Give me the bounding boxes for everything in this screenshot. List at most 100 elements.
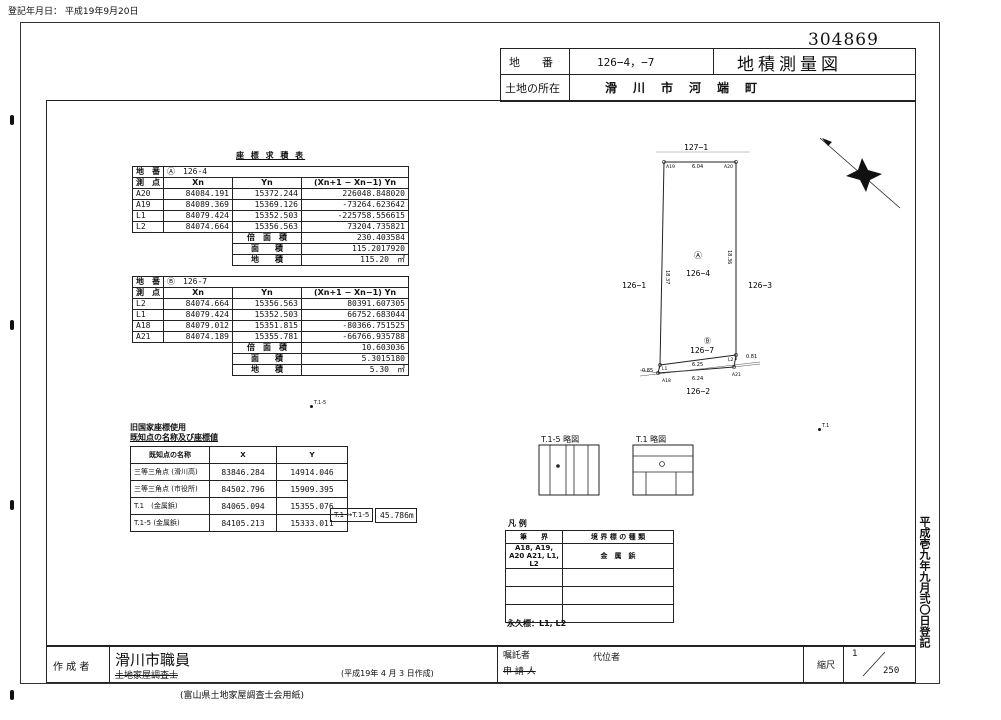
requester-label: 嘱託者	[503, 651, 531, 661]
permanent-marks: 永久標：L1, L2	[507, 619, 567, 628]
punch-hole	[10, 115, 14, 125]
legend-table: 筆 界 境 界 標 の 種 類 A18, A19, A20 A21, L1, L…	[505, 530, 674, 623]
west-lot: 126−1	[622, 281, 646, 290]
sketch-t1	[632, 444, 694, 496]
known-points-title1: 旧国家座標使用	[130, 423, 186, 432]
legend-col-point: 筆 界	[505, 530, 563, 544]
area: 115.2017920	[301, 243, 409, 255]
header-block: 地 番 126−4，−7 地積測量図 土地の所在 滑 川 市 河 端 町	[500, 48, 916, 102]
t15-point	[310, 405, 313, 408]
dist-right-small: 0.81	[746, 354, 757, 360]
chiseki-label: 地 積	[232, 364, 302, 376]
lot-value: 126−4，−7	[597, 56, 655, 69]
punch-hole	[10, 690, 14, 700]
sketch1-title: T.1-5 略図	[541, 435, 580, 444]
t1-label: T.1	[822, 423, 830, 429]
col-yn: Yn	[232, 287, 302, 299]
area-label: 面 積	[232, 353, 302, 365]
col-xn: Xn	[163, 287, 233, 299]
chiseki: 115.20 ㎡	[301, 254, 409, 266]
applicant-struck: 申 請 人	[503, 667, 536, 677]
chiseki: 5.30 ㎡	[301, 364, 409, 376]
chiseki-label: 地 積	[232, 254, 302, 266]
area-label: 面 積	[232, 243, 302, 255]
lot-label: 地 番	[509, 56, 553, 69]
legend-points: A18, A19, A20 A21, L1, L2	[505, 543, 563, 569]
t1-point	[818, 428, 821, 431]
col-formula: (Xn+1 − Xn−1) Yn	[301, 287, 409, 299]
south-lot: 126−2	[686, 387, 710, 396]
legend-col-type: 境 界 標 の 種 類	[562, 530, 674, 544]
dist-bot: 6.24	[692, 376, 703, 382]
dist-mid: 6.25	[692, 362, 703, 368]
drawing-frame	[46, 100, 916, 647]
agent-label: 代位者	[593, 653, 621, 663]
coord-table-b: 地 番 Ⓑ 126-7 測 点 Xn Yn (Xn+1 − Xn−1) Yn L…	[132, 276, 409, 376]
point-a19: A19	[666, 164, 675, 170]
lot-label-a: 地 番	[132, 166, 164, 178]
doc-number: 304869	[808, 30, 879, 50]
legend-type: 金 属 鋲	[562, 543, 674, 569]
dist-top: 6.04	[692, 164, 703, 170]
dist-left: 18.37	[664, 270, 670, 284]
col-point: 測 点	[132, 287, 164, 299]
surveyor-struck: 土地家屋調査士	[115, 671, 179, 681]
north-lot: 127−1	[684, 143, 708, 152]
paper-border	[20, 22, 940, 684]
lot-a-mark: Ⓐ	[694, 251, 702, 260]
registration-stamp: 平成壱九年九月弐〇日登記	[918, 516, 931, 648]
lot-b: 126−7	[690, 346, 714, 355]
point-a20: A20	[724, 164, 733, 170]
distance-label: T.1 ↔T.1-5	[330, 508, 374, 522]
location-label: 土地の所在	[505, 82, 560, 95]
registration-date: 登記年月日： 平成19年9月20日	[8, 7, 139, 17]
col-formula: (Xn+1 − Xn−1) Yn	[301, 177, 409, 189]
scale-den: 250	[883, 666, 900, 676]
paper-note: (富山県土地家屋調査士会用紙)	[180, 691, 305, 701]
footer-block: 作 成 者 滑川市職員 土地家屋調査士 (平成19年 4 月 3 日作成) 嘱託…	[46, 645, 916, 683]
lot-a: 126−4	[686, 269, 710, 278]
double-area-label: 倍 面 積	[232, 342, 302, 354]
author: 滑川市職員	[115, 651, 191, 669]
scale-label: 縮尺	[817, 661, 836, 671]
lot-b-mark: Ⓑ	[704, 337, 711, 345]
dist-left-small: 0.85	[642, 368, 653, 374]
scale-num: 1	[852, 649, 858, 659]
table-title: 座 標 求 積 表	[236, 151, 306, 160]
col-point: 測 点	[132, 177, 164, 189]
survey-plan: 127−1 6.04 A19 A20 126−1 126−3 Ⓐ 126−4 1…	[622, 137, 901, 396]
lot-value-a: Ⓐ 126-4	[163, 166, 409, 178]
legend-title: 凡 例	[508, 519, 527, 528]
col-xn: Xn	[163, 177, 233, 189]
lot-value-b: Ⓑ 126-7	[163, 276, 409, 288]
t15-label: T.1-5	[314, 400, 327, 406]
point-a21: A21	[732, 372, 741, 378]
sketch2-title: T.1 略図	[636, 435, 667, 444]
doc-title: 地積測量図	[737, 55, 842, 75]
col-x: X	[209, 446, 277, 464]
area: 5.3015180	[301, 353, 409, 365]
double-area: 230.403584	[301, 232, 409, 244]
point-l2: L2	[728, 357, 734, 363]
north-arrow-icon	[819, 137, 901, 209]
double-area: 10.603036	[301, 342, 409, 354]
punch-hole	[10, 500, 14, 510]
location-value: 滑 川 市 河 端 町	[605, 81, 760, 95]
col-yn: Yn	[232, 177, 302, 189]
col-y: Y	[276, 446, 348, 464]
known-points-title2: 既知点の名称及び座標値	[130, 433, 218, 442]
distance-value: 45.786m	[375, 508, 417, 523]
